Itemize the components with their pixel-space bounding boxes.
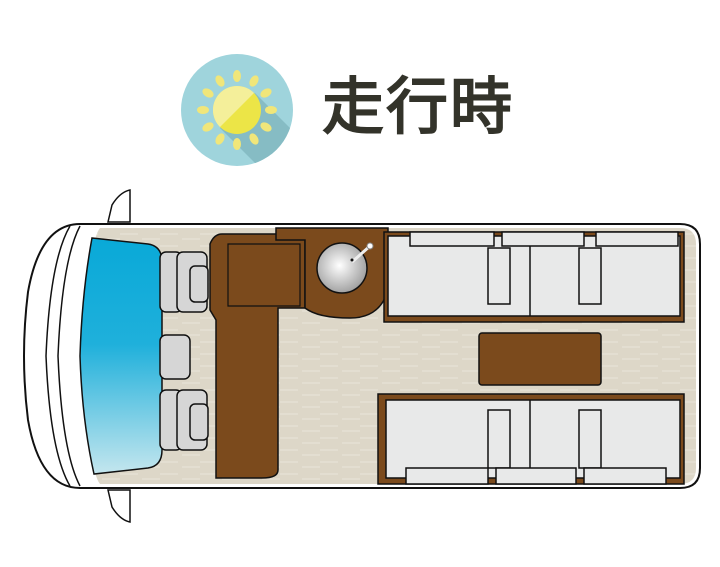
mode-header [180, 50, 294, 170]
mode-title: 走行時 [322, 70, 515, 143]
sink [316, 242, 368, 294]
cab-seats [159, 251, 209, 451]
mirror-left [107, 189, 131, 223]
table [478, 332, 602, 386]
windshield [79, 237, 163, 475]
bench-seat-lower [377, 393, 685, 485]
mirror-right [107, 489, 131, 523]
bench-seat-upper [383, 231, 685, 323]
sun-icon [181, 54, 293, 166]
